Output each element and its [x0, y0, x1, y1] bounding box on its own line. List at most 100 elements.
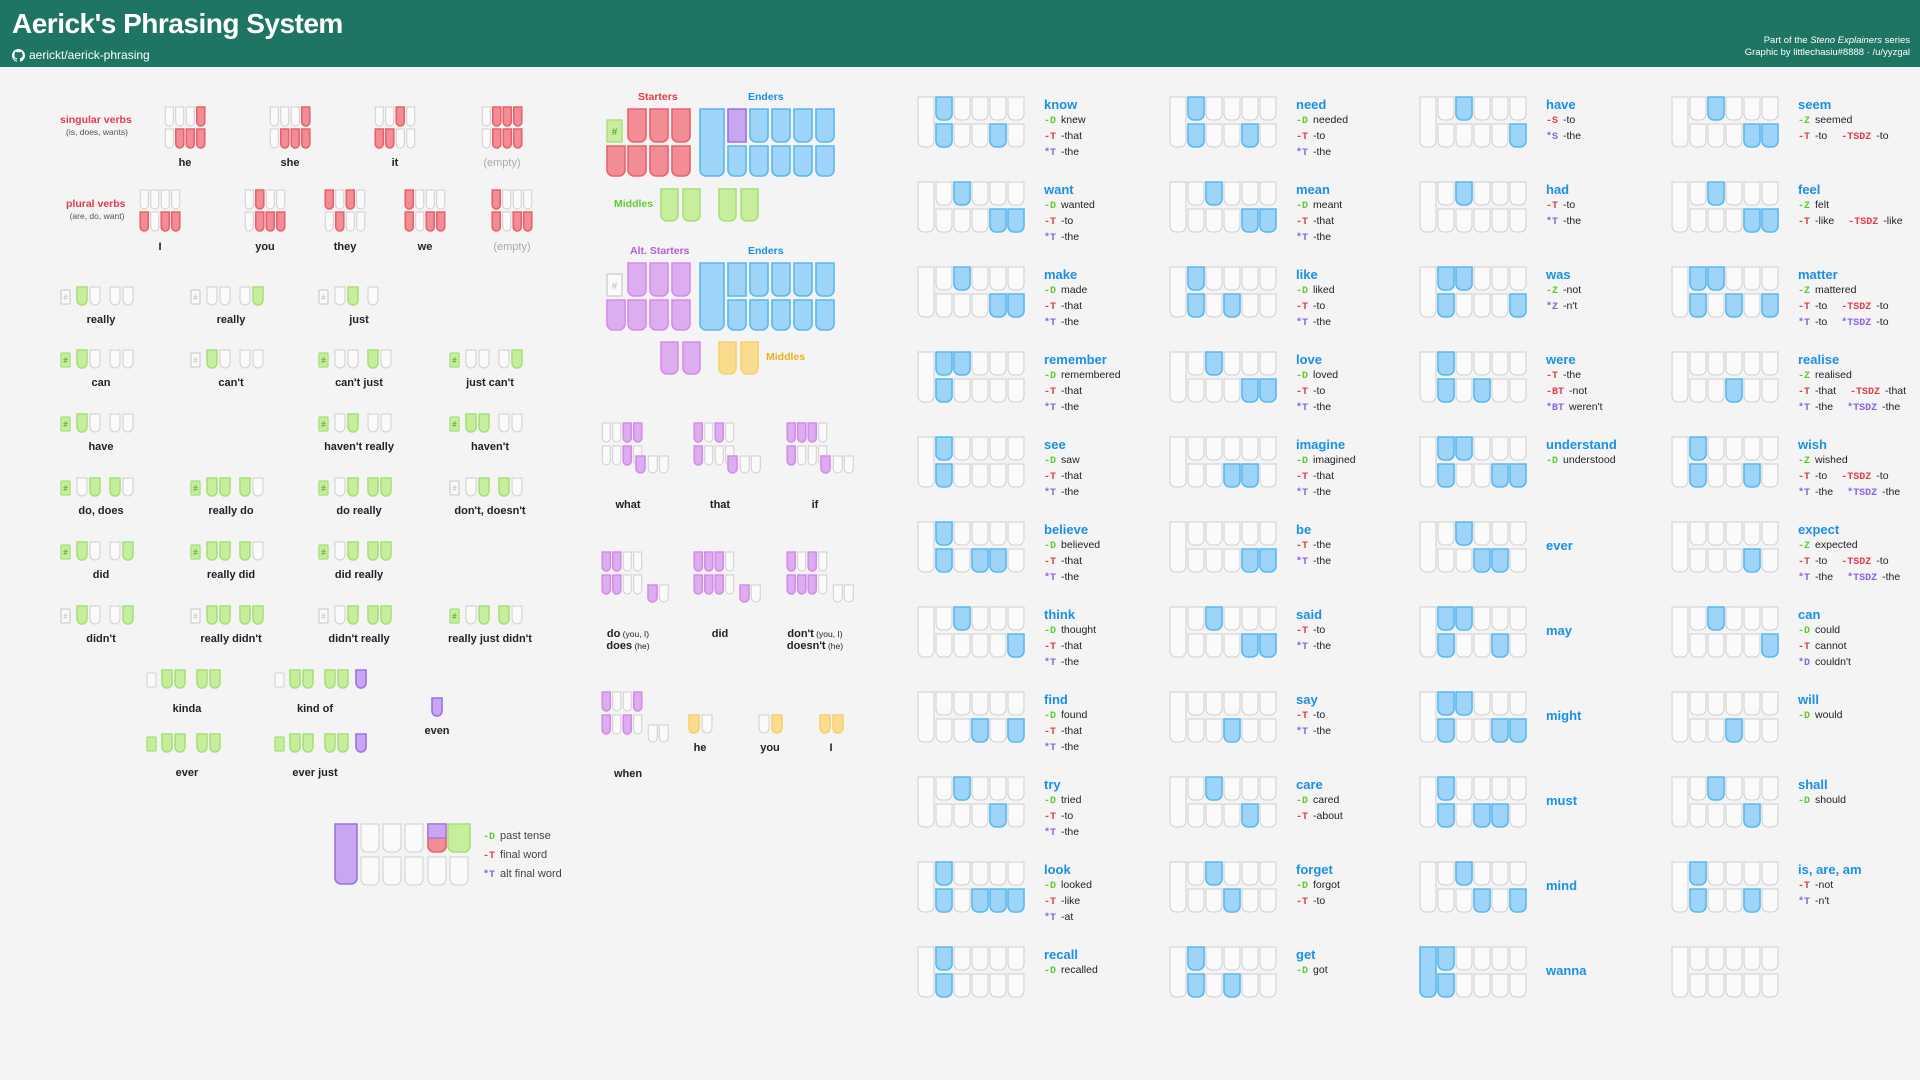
starter-label: I — [158, 241, 162, 253]
middle-chord — [465, 349, 477, 369]
steno-key — [1761, 973, 1779, 998]
steno-key — [1007, 973, 1025, 998]
number-key-glyph: # — [63, 548, 68, 557]
steno-key — [1707, 548, 1725, 573]
variant-text: forgot — [1313, 879, 1340, 891]
steno-key — [1205, 633, 1223, 658]
steno-key — [1671, 96, 1689, 148]
word-title: can — [1798, 607, 1821, 622]
middle-label: can — [91, 377, 111, 389]
steno-key — [1473, 521, 1491, 546]
alt-label-part: do — [606, 628, 621, 640]
steno-key — [1761, 123, 1779, 148]
variant-text: could — [1815, 624, 1841, 636]
middle-chord — [89, 349, 101, 369]
alt-chord — [750, 584, 761, 603]
stroke-code: *Z — [1546, 302, 1559, 313]
stroke-code: *D — [1798, 658, 1811, 669]
word-title: imagine — [1296, 437, 1346, 452]
middle-chord — [478, 349, 490, 369]
word-title: need — [1296, 97, 1327, 112]
steno-key — [917, 861, 935, 913]
word-entry: had-T-to*T-the — [1546, 182, 1581, 230]
steno-key — [1761, 351, 1779, 376]
steno-key — [1761, 521, 1779, 546]
steno-key — [1689, 463, 1707, 488]
steno-key — [1743, 96, 1761, 121]
word-title: is, are, am — [1798, 862, 1862, 877]
middle-chord — [347, 477, 359, 497]
starter-chord — [164, 106, 174, 127]
alt-chord — [704, 422, 714, 443]
steno-key — [989, 633, 1007, 658]
stroke-code: -TSDZ — [1841, 132, 1872, 143]
alt-chord — [820, 455, 831, 474]
variant-text: expected — [1815, 539, 1858, 551]
stroke-code: -D — [1044, 966, 1057, 977]
starter-key — [649, 262, 669, 297]
starter-chord — [276, 189, 286, 210]
steno-key — [1437, 861, 1455, 886]
number-key — [60, 480, 71, 496]
alt-label: he — [693, 742, 707, 754]
middle-chord — [76, 541, 88, 561]
steno-key — [1437, 691, 1455, 716]
middle-chord — [122, 541, 134, 561]
steno-key — [1761, 888, 1779, 913]
repo-link[interactable]: aerickt/aerick-phrasing — [12, 48, 150, 62]
middle-label: really — [86, 314, 116, 326]
starter-chord — [502, 128, 513, 149]
variant-text: -to — [1815, 555, 1828, 567]
key-legend-text: alt final word — [500, 868, 562, 880]
word-title: get — [1296, 947, 1316, 962]
alt-chord — [796, 422, 807, 443]
steno-key — [953, 888, 971, 913]
steno-key — [917, 181, 935, 233]
credit-suffix: series — [1884, 35, 1910, 46]
starter-chord — [139, 211, 150, 232]
steno-key — [1689, 266, 1707, 291]
word-entry: is, are, am-T-not*T-n't — [1798, 862, 1862, 910]
variant-text: made — [1061, 284, 1088, 296]
stroke-code: *T — [1044, 828, 1057, 839]
steno-key — [1455, 96, 1473, 121]
steno-key — [1671, 861, 1689, 913]
alt-label-part: (you, I) — [620, 629, 650, 639]
stroke-code: -T — [1044, 812, 1057, 823]
variant-text: -like — [1883, 215, 1903, 227]
word-variant: -T-that — [1044, 469, 1082, 485]
steno-key — [1671, 181, 1689, 233]
ender-key — [727, 108, 747, 143]
middle-label: do really — [336, 505, 382, 517]
variant-text: -at — [1061, 911, 1074, 923]
word-variant: *T-the — [1044, 485, 1082, 501]
steno-key — [1473, 633, 1491, 658]
stroke-code: -D — [1798, 711, 1811, 722]
stroke-code: *T — [1296, 488, 1309, 499]
steno-key — [1491, 946, 1509, 971]
variant-text: -to — [1815, 300, 1828, 312]
stroke-code: -Z — [1798, 286, 1811, 297]
stroke-code: -Z — [1798, 456, 1811, 467]
stroke-code: -Z — [1798, 201, 1811, 212]
middle-key — [740, 341, 759, 375]
stroke-code: *T — [1044, 913, 1057, 924]
stroke-code: -Z — [1798, 541, 1811, 552]
key-legend-key — [360, 823, 380, 853]
steno-key — [1491, 633, 1509, 658]
steno-key — [1509, 463, 1527, 488]
word-variant: *T-the — [1546, 214, 1581, 230]
starter-chord — [335, 189, 345, 210]
steno-key — [1187, 208, 1205, 233]
starter-key — [627, 299, 647, 331]
starter-chord — [385, 106, 395, 127]
steno-key — [1707, 803, 1725, 828]
steno-key — [1187, 123, 1205, 148]
